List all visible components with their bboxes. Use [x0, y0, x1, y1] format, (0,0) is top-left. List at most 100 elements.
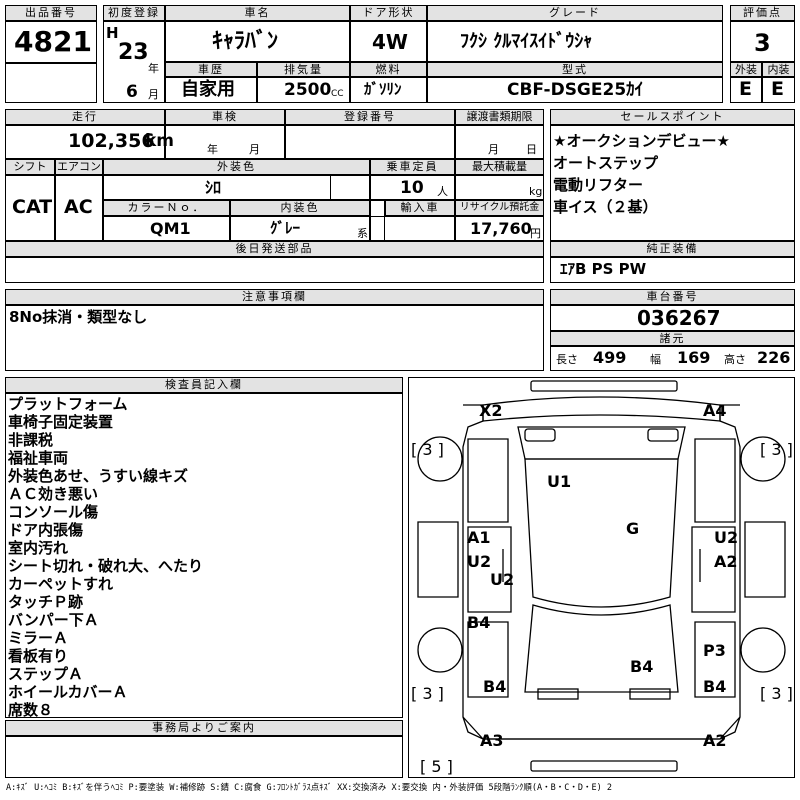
color-no-box [103, 216, 230, 241]
score-value: 3 [754, 29, 771, 57]
bracket-br: [ 3 ] [760, 684, 793, 703]
height-value: 226 [757, 348, 791, 367]
interior-value: E [771, 78, 784, 100]
inspector-note: 福祉車両 [8, 449, 69, 467]
equipment-box [550, 257, 795, 283]
mark-u2-right: U2 [714, 528, 739, 547]
first-reg-box [103, 21, 165, 103]
shift-box [5, 175, 55, 241]
lot-label: 出品番号 [5, 5, 97, 21]
inspector-note: ホイールカバーＡ [8, 683, 128, 701]
mark-b4-center: B4 [630, 657, 654, 676]
aircon-box [55, 175, 103, 241]
later-parts-label: 後日発送部品 [5, 241, 544, 257]
vehicle-diagram [417, 380, 786, 772]
capacity-label: 乗車定員 [370, 159, 455, 175]
specs-label: 諸元 [550, 331, 795, 346]
inspector-note: ステップＡ [8, 665, 84, 683]
exterior-value: E [739, 78, 752, 100]
era: H [106, 24, 119, 42]
equipment-value: ｴｱB PS PW [560, 260, 647, 278]
inspector-box [5, 393, 403, 718]
inspection-box [165, 125, 285, 159]
transfer-box [455, 125, 544, 159]
sales-point-list: ★オークションデビュー★ オートステップ 電動リフター 車イス（２基） [553, 130, 793, 218]
mark-p3: P3 [703, 641, 726, 660]
sales-point-label: セールスポイント [550, 109, 795, 125]
roof-outline [482, 396, 721, 422]
grade-value: ﾌｸｼ ｸﾙﾏｲｽｲﾄﾞｳｼｬ [460, 31, 593, 52]
grade-box [427, 21, 723, 62]
kg-unit: kg [529, 185, 543, 198]
year-unit: 年 [148, 62, 159, 75]
mileage-value: 102,356 [68, 130, 155, 152]
rear-bumper-outline [462, 716, 741, 740]
inspector-note: 席数８ [8, 701, 54, 719]
type-label: 型式 [427, 62, 723, 77]
later-parts-box [5, 257, 544, 283]
inspector-note: 室内汚れ [8, 539, 69, 557]
transfer-month: 月 [488, 143, 499, 156]
fuel-label: 燃料 [350, 62, 427, 77]
mark-a4: A4 [703, 401, 727, 420]
windshield [517, 426, 686, 460]
sales-point-item: オートステップ [553, 154, 659, 172]
model-box [165, 21, 350, 62]
max-load-box [455, 175, 544, 200]
int-color-box [230, 216, 370, 241]
recycle-box [455, 216, 544, 241]
length-value: 499 [593, 348, 627, 367]
mileage-box [5, 125, 165, 159]
length-label: 長さ [556, 353, 578, 366]
displacement-label: 排気量 [257, 62, 350, 77]
history-value: 自家用 [181, 79, 235, 100]
type-box [427, 77, 723, 103]
fuel-box [350, 77, 427, 103]
office-label: 事務局よりご案内 [5, 720, 403, 736]
capacity-value: 10 [400, 178, 424, 198]
inspector-note: 非課税 [8, 431, 54, 449]
reg-no-box [285, 125, 455, 159]
door-label: ドア形状 [350, 5, 427, 21]
right-side-mid [691, 526, 736, 613]
import-sub [370, 200, 385, 241]
history-label: 車歴 [165, 62, 257, 77]
inspector-note: プラットフォーム [8, 395, 128, 413]
insp-month: 月 [249, 143, 260, 156]
capacity-box [370, 175, 455, 200]
mileage-unit: km [145, 131, 175, 151]
legend: A:ｷｽﾞ U:ﾍｺﾐ B:ｷｽﾞを伴うﾍｺﾐ P:要塗装 W:補修跡 S:錆 … [6, 783, 612, 793]
score-box [730, 21, 795, 62]
chassis-box [550, 305, 795, 331]
persons-unit: 人 [437, 185, 448, 198]
door-box [350, 21, 427, 62]
inspector-note: 車椅子固定装置 [8, 413, 114, 431]
interior-box [762, 77, 795, 103]
front-bumper [530, 380, 678, 392]
sales-point-box [550, 125, 795, 241]
office-box [5, 736, 403, 778]
door-type: 4W [372, 30, 408, 54]
inspector-label: 検査員記入欄 [5, 377, 403, 393]
mark-a1: A1 [467, 528, 491, 547]
left-door-strip [417, 521, 459, 598]
ext-color-label: 外装色 [103, 159, 370, 175]
bracket-bottom: [ 5 ] [420, 757, 453, 776]
aircon-label: エアコン [55, 159, 103, 175]
height-label: 高さ [724, 353, 746, 366]
max-load-label: 最大積載量 [455, 159, 544, 175]
mark-a2-bottom: A2 [703, 731, 727, 750]
recycle-label: リサイクル預託金 [455, 200, 544, 216]
mark-a3: A3 [480, 731, 504, 750]
width-label: 幅 [650, 353, 661, 366]
left-side-mid [467, 526, 512, 613]
hood-detail-left [524, 428, 556, 442]
mark-u2-left: U2 [467, 552, 492, 571]
wheel-rear-left [417, 627, 463, 673]
displacement-value: 2500 [284, 80, 332, 100]
fuel-value: ｶﾞｿﾘﾝ [364, 80, 402, 98]
mark-b4-left: B4 [467, 613, 491, 632]
inspector-note: カーペットすれ [8, 575, 114, 593]
rear-panel [524, 604, 679, 693]
roof-panel [524, 458, 679, 608]
